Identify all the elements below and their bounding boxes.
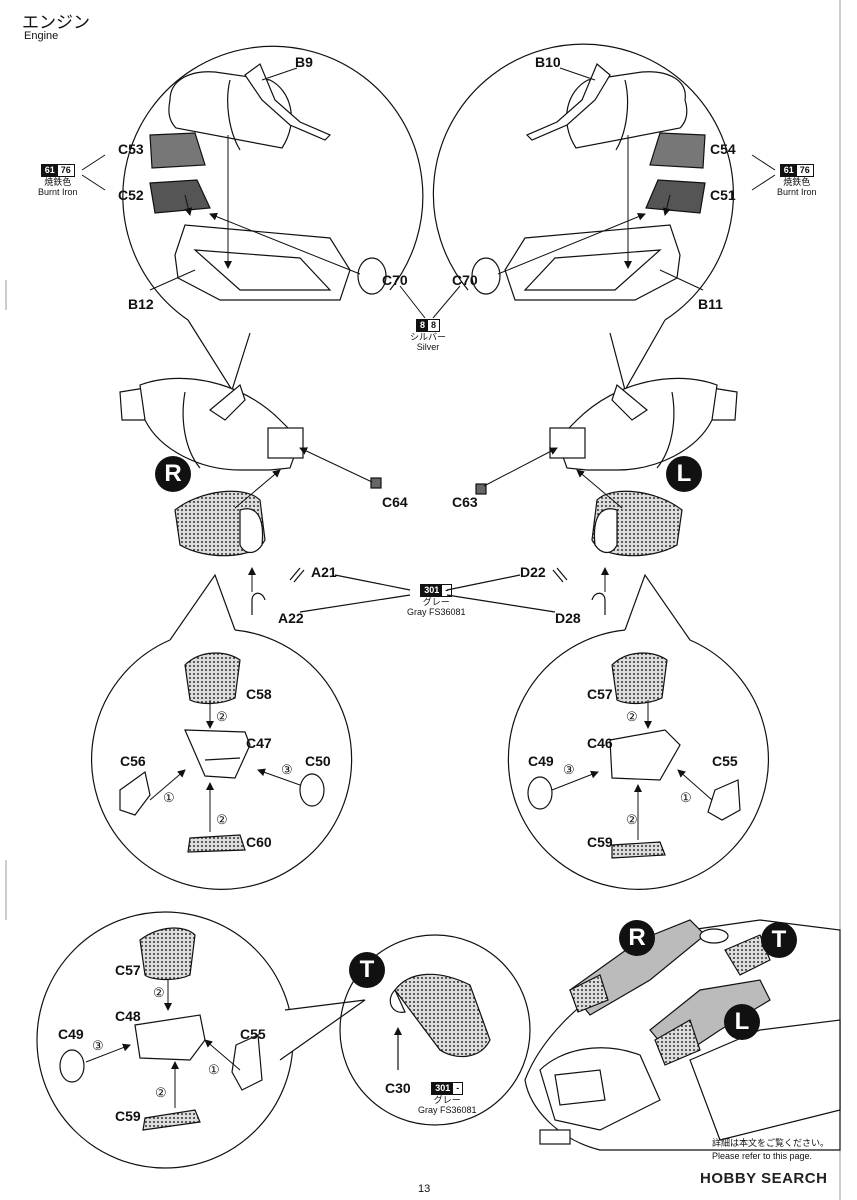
- color-code-gray-bottom: 301- グレー Gray FS36081: [418, 1082, 477, 1115]
- part-label-c57-mid: C57: [587, 686, 613, 702]
- helicopter-overview: [524, 919, 841, 1151]
- step-marker: ②: [216, 812, 228, 827]
- part-label-c46: C46: [587, 735, 613, 751]
- part-label-c59-bottom: C59: [115, 1108, 141, 1124]
- page-number: 13: [418, 1183, 431, 1195]
- step-marker: ①: [680, 790, 692, 805]
- part-label-c47: C47: [246, 735, 272, 751]
- step-marker: ①: [208, 1062, 220, 1077]
- part-label-c57-bottom: C57: [115, 962, 141, 978]
- detail-bubble-bottom-middle: [339, 934, 531, 1126]
- engine-right-assembled: [119, 377, 382, 557]
- badge-t: T: [349, 952, 385, 988]
- part-label-c49-bottom: C49: [58, 1026, 84, 1042]
- badge-r: R: [155, 456, 191, 492]
- step-marker: ②: [155, 1085, 167, 1100]
- page-subtitle: Engine: [24, 30, 59, 42]
- part-label-c55-mid: C55: [712, 753, 738, 769]
- badge-t-overview: T: [761, 922, 797, 958]
- part-label-c48: C48: [115, 1008, 141, 1024]
- part-label-c70-right: C70: [452, 272, 478, 288]
- part-label-b9: B9: [295, 54, 313, 70]
- part-label-b11: B11: [698, 296, 723, 312]
- part-label-c50: C50: [305, 753, 331, 769]
- part-label-c70-left: C70: [382, 272, 408, 288]
- part-label-d28: D28: [555, 610, 581, 626]
- part-label-a21: A21: [311, 564, 337, 580]
- part-label-c30: C30: [385, 1080, 411, 1096]
- part-label-c49-mid: C49: [528, 753, 554, 769]
- step-marker: ③: [281, 762, 293, 777]
- step-marker: ①: [163, 790, 175, 805]
- part-label-c59-mid: C59: [587, 834, 613, 850]
- part-label-b12: B12: [128, 296, 154, 312]
- page-title: エンジン: [22, 13, 90, 32]
- step-marker: ②: [153, 985, 165, 1000]
- part-label-c53: C53: [118, 141, 144, 157]
- badge-l-overview: L: [724, 1004, 760, 1040]
- part-label-c54: C54: [710, 141, 736, 157]
- watermark: HOBBY SEARCH: [700, 1170, 828, 1187]
- part-label-c52: C52: [118, 187, 144, 203]
- part-label-c58: C58: [246, 686, 272, 702]
- badge-r-overview: R: [619, 920, 655, 956]
- part-label-a22: A22: [278, 610, 304, 626]
- detail-bubble-bottom-left: [36, 911, 366, 1169]
- part-label-d22: D22: [520, 564, 546, 580]
- step-marker: ②: [216, 709, 228, 724]
- part-label-c64: C64: [382, 494, 408, 510]
- part-label-b10: B10: [535, 54, 561, 70]
- detail-bubble-mid-left: [91, 573, 353, 890]
- badge-l: L: [666, 456, 702, 492]
- engine-left-assembled: [475, 377, 738, 557]
- step-marker: ②: [626, 709, 638, 724]
- part-label-c60: C60: [246, 834, 272, 850]
- reference-note: 詳細は本文をご覧ください。 Please refer to this page.: [712, 1138, 830, 1161]
- part-label-c56: C56: [120, 753, 146, 769]
- step-marker: ③: [92, 1038, 104, 1053]
- step-marker: ③: [563, 762, 575, 777]
- detail-bubble-top-right: [432, 43, 734, 392]
- step-marker: ②: [626, 812, 638, 827]
- part-label-c51: C51: [710, 187, 736, 203]
- detail-bubble-mid-right: [507, 573, 769, 890]
- color-code-gray-mid: 301- グレー Gray FS36081: [407, 584, 466, 617]
- detail-bubble-top-left: [122, 45, 424, 392]
- part-label-c63: C63: [452, 494, 478, 510]
- part-label-c55-bottom: C55: [240, 1026, 266, 1042]
